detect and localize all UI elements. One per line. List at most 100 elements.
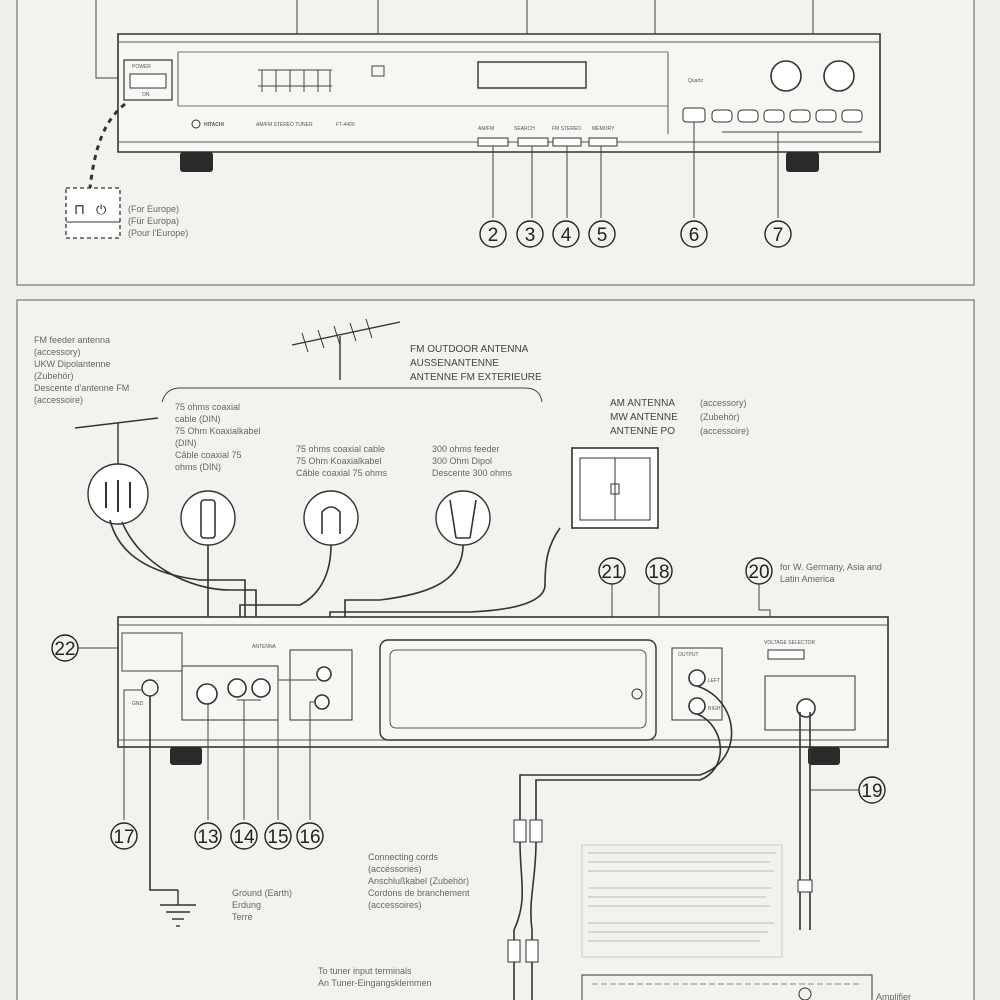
svg-text:75 Ohm Koaxialkabel: 75 Ohm Koaxialkabel: [296, 456, 382, 466]
connecting-cords-label: Connecting cords (accessories) Anschlußk…: [368, 852, 470, 910]
svg-text:AUSSENANTENNE: AUSSENANTENNE: [410, 358, 499, 369]
preset-buttons: [711, 109, 863, 123]
svg-text:To tuner input terminals: To tuner input terminals: [318, 966, 412, 976]
output-left-jack[interactable]: [688, 669, 706, 687]
svg-text:Câble coaxial 75: Câble coaxial 75: [175, 450, 242, 460]
power-off-icon: ⊓: [74, 201, 85, 217]
signal-indicator: [258, 69, 332, 92]
front-panel-section: POWER ON HITACHI AM/FM STEREO TUNER FT-4…: [16, 0, 975, 286]
fm-75-terminal[interactable]: [316, 666, 332, 682]
svg-text:22: 22: [54, 639, 75, 660]
svg-text:(Für Europa): (Für Europa): [128, 216, 179, 226]
voltage-block: [121, 632, 183, 672]
svg-text:HITACHI: HITACHI: [204, 122, 225, 128]
svg-text:ON: ON: [142, 92, 150, 98]
tuner-rear-panel: GND ANTENNA OUTPUT LEFT RIGHT VOLTAGE S: [117, 616, 889, 765]
fm-stereo-button[interactable]: [552, 137, 582, 147]
svg-text:ohms (DIN): ohms (DIN): [175, 462, 221, 472]
preset-button[interactable]: [711, 109, 733, 123]
svg-text:(accessoire): (accessoire): [34, 395, 83, 405]
voltage-selector-switch[interactable]: [767, 649, 805, 660]
memory-button[interactable]: [588, 137, 618, 147]
svg-text:(Zubehör): (Zubehör): [34, 371, 74, 381]
fm-300-terminal-b[interactable]: [251, 678, 271, 698]
rear-foot-left: [170, 747, 202, 765]
bracket-screw: [631, 688, 643, 700]
amplifier-unit: [581, 974, 873, 1000]
svg-text:(accessoires): (accessoires): [368, 900, 422, 910]
svg-text:Descente 300 ohms: Descente 300 ohms: [432, 468, 513, 478]
preset-button[interactable]: [815, 109, 837, 123]
callout-16: 16: [296, 822, 324, 850]
preset-button[interactable]: [763, 109, 785, 123]
callout-22: 22: [51, 634, 79, 662]
svg-text:75 Ohm Koaxialkabel: 75 Ohm Koaxialkabel: [175, 426, 261, 436]
svg-text:2: 2: [488, 225, 499, 246]
coax-75-label: 75 ohms coaxial cable 75 Ohm Koaxialkabe…: [296, 444, 388, 478]
fm-feeder-antenna-icon: [74, 417, 159, 525]
ground-symbol-icon: [160, 890, 196, 927]
svg-text:19: 19: [861, 781, 882, 802]
coax-connector-icon: [303, 490, 359, 546]
am-terminal[interactable]: [314, 694, 330, 710]
svg-text:cable (DIN): cable (DIN): [175, 414, 221, 424]
svg-text:for W. Germany, Asia and: for W. Germany, Asia and: [780, 562, 882, 572]
am-antenna-label: AM ANTENNA MW ANTENNE ANTENNE PO (access…: [610, 398, 749, 437]
svg-text:UKW Dipolantenne: UKW Dipolantenne: [34, 359, 111, 369]
callout-14: 14: [230, 822, 258, 850]
connecting-cord-plugs: [507, 819, 543, 1000]
svg-text:Ground (Earth): Ground (Earth): [232, 888, 292, 898]
svg-text:VOLTAGE SELECTOR: VOLTAGE SELECTOR: [764, 640, 816, 646]
switched-outlet-note: [581, 844, 783, 958]
svg-text:POWER: POWER: [132, 64, 151, 70]
frequency-display: [477, 61, 587, 89]
foot-right: [786, 152, 819, 172]
am-antenna-bracket: [379, 639, 657, 741]
tuner-front-panel: POWER ON HITACHI AM/FM STEREO TUNER FT-4…: [117, 33, 881, 172]
memory-store-button[interactable]: [682, 107, 706, 123]
fm-feeder-label: FM feeder antenna (accessory) UKW Dipola…: [34, 335, 129, 405]
callout-3: 3: [516, 220, 544, 248]
svg-text:Terre: Terre: [232, 912, 253, 922]
output-terminal-panel: [671, 647, 723, 721]
svg-text:14: 14: [233, 827, 255, 848]
callout-2: 2: [479, 220, 507, 248]
svg-text:ANTENNA: ANTENNA: [252, 644, 277, 650]
preset-button[interactable]: [737, 109, 759, 123]
search-button[interactable]: [517, 137, 549, 147]
svg-text:GND: GND: [132, 701, 144, 707]
fm-75-din-terminal[interactable]: [196, 683, 218, 705]
preset-button[interactable]: [841, 109, 863, 123]
callout-19: 19: [858, 776, 886, 804]
tuning-knob-right[interactable]: [823, 60, 855, 92]
power-plug-icon: [797, 879, 813, 893]
rear-foot-right: [808, 747, 840, 765]
svg-text:21: 21: [601, 562, 622, 583]
fm-300-terminal-a[interactable]: [227, 678, 247, 698]
preset-button[interactable]: [789, 109, 811, 123]
callout-17: 17: [110, 822, 138, 850]
svg-text:OUTPUT: OUTPUT: [678, 652, 699, 658]
svg-text:(accessoire): (accessoire): [700, 426, 749, 436]
svg-text:5: 5: [597, 225, 608, 246]
svg-text:Erdung: Erdung: [232, 900, 261, 910]
din-connector-icon: [180, 490, 236, 546]
power-switch-box: [123, 59, 173, 101]
tuning-knob-left[interactable]: [770, 60, 802, 92]
output-right-jack[interactable]: [688, 697, 706, 715]
svg-text:(For Europe): (For Europe): [128, 204, 179, 214]
callout-20: 20: [745, 557, 773, 585]
callout-21: 21: [598, 557, 626, 585]
callout-6: 6: [680, 220, 708, 248]
svg-text:(DIN): (DIN): [175, 438, 197, 448]
svg-text:17: 17: [113, 827, 134, 848]
svg-text:Câble coaxial 75 ohms: Câble coaxial 75 ohms: [296, 468, 388, 478]
svg-text:Anschlußkabel (Zubehör): Anschlußkabel (Zubehör): [368, 876, 469, 886]
svg-text:LEFT: LEFT: [708, 678, 720, 684]
coax-din-label: 75 ohms coaxial cable (DIN) 75 Ohm Koaxi…: [175, 402, 261, 472]
svg-text:75 ohms coaxial cable: 75 ohms coaxial cable: [296, 444, 385, 454]
svg-text:(Zubehör): (Zubehör): [700, 412, 740, 422]
am-fm-button[interactable]: [477, 137, 509, 147]
svg-text:Cordons de branchement: Cordons de branchement: [368, 888, 470, 898]
